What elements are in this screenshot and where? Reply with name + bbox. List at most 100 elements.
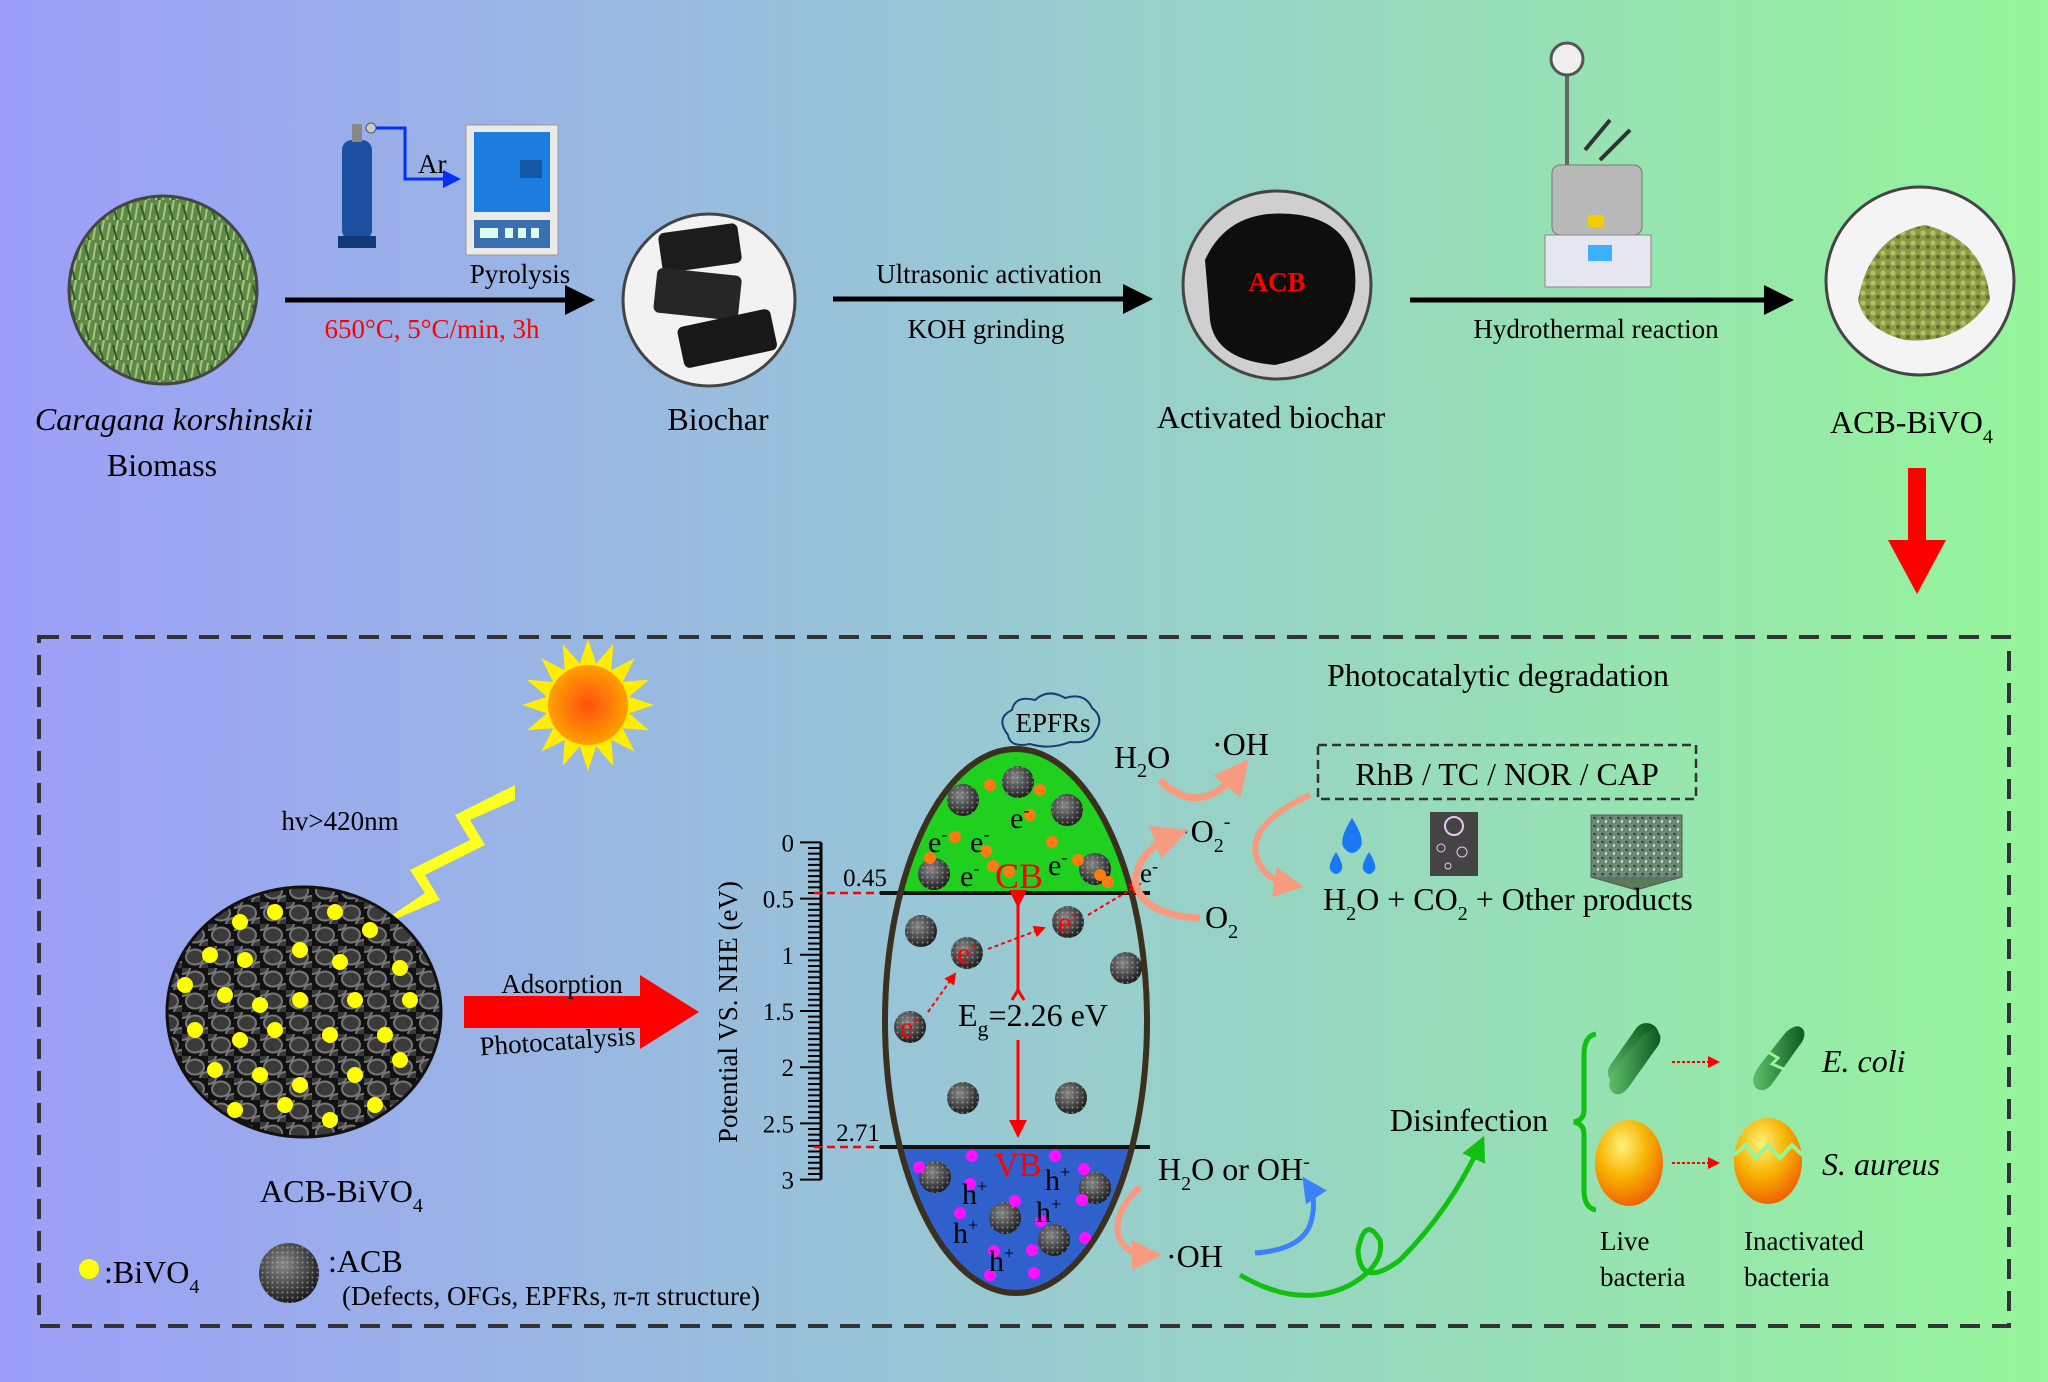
electron-dot bbox=[924, 852, 936, 864]
acb-sphere bbox=[947, 1082, 979, 1114]
activated-biochar-label: Activated biochar bbox=[1157, 399, 1386, 435]
bivo4-dot bbox=[202, 947, 218, 963]
excited-electron-label: e- bbox=[1058, 904, 1077, 939]
adsorption-label: Adsorption bbox=[501, 969, 623, 999]
live-label-line1: Live bbox=[1600, 1226, 1649, 1256]
potential-axis: 00.511.522.53 bbox=[763, 830, 823, 1195]
acb-sphere bbox=[919, 1161, 951, 1193]
hole-dot bbox=[1076, 1194, 1088, 1206]
products-label: H2O + CO2 + Other products bbox=[1323, 881, 1693, 925]
activated-biochar-photo bbox=[1181, 189, 1373, 381]
reaction-h2o-top: H2O bbox=[1114, 739, 1170, 782]
h2o-to-oh-arrow bbox=[1157, 759, 1249, 802]
biochar-label: Biochar bbox=[667, 401, 769, 437]
pollutant-degradation-arrow bbox=[1251, 792, 1312, 898]
bivo4-dot bbox=[377, 1027, 393, 1043]
acb-sphere bbox=[1110, 952, 1142, 984]
hole-dot bbox=[1078, 1163, 1090, 1175]
bivo4-dot bbox=[217, 987, 233, 1003]
biomass-label: Biomass bbox=[107, 447, 217, 483]
hole-dot bbox=[1079, 1232, 1091, 1244]
gas-cylinder-icon bbox=[338, 122, 377, 248]
light-bolt-icon bbox=[370, 785, 515, 930]
bivo4-dot bbox=[207, 1062, 223, 1078]
bivo4-dot bbox=[177, 977, 193, 993]
legend-acb-sphere-icon bbox=[259, 1243, 319, 1303]
electron-dot bbox=[1046, 836, 1058, 848]
hole-label: h+ bbox=[1036, 1194, 1061, 1229]
ecoli-inactivated-icon bbox=[1753, 1026, 1805, 1091]
acb-sphere bbox=[1052, 906, 1084, 938]
electron-label: e- bbox=[960, 858, 979, 893]
vb-potential-value: 2.71 bbox=[836, 1120, 880, 1147]
acb-tag: ACB bbox=[1248, 267, 1305, 297]
bivo4-dot bbox=[267, 904, 283, 920]
hole-dot bbox=[984, 1269, 996, 1281]
excited-electron-label: e- bbox=[900, 1009, 919, 1044]
synthesis-route: Caragana korshinskii Biomass Ar Pyrolysi… bbox=[35, 41, 2016, 594]
electron-dot bbox=[984, 779, 996, 791]
bivo4-dot bbox=[232, 914, 248, 930]
o2-to-superoxide-arrow bbox=[1131, 825, 1201, 922]
electron-dot bbox=[1072, 854, 1084, 866]
gas-flow-arrow bbox=[376, 126, 461, 188]
acb-sphere bbox=[894, 1011, 926, 1043]
axis-tick-label: 0.5 bbox=[763, 887, 794, 914]
bivo4-dot bbox=[367, 1097, 383, 1113]
saureus-inactivated-icon bbox=[1732, 1118, 1804, 1204]
hole-label: h+ bbox=[953, 1215, 978, 1250]
hydrothermal-reactor-icon bbox=[1544, 41, 1652, 288]
bivo4-dot bbox=[292, 1077, 308, 1093]
electron-dot bbox=[1094, 869, 1106, 881]
bivo4-dot bbox=[267, 1022, 283, 1038]
axis-tick-label: 1.5 bbox=[763, 999, 794, 1026]
electron-dot bbox=[987, 860, 999, 872]
excited-electron-label: e- bbox=[957, 935, 976, 970]
electron-dot bbox=[1102, 876, 1114, 888]
electron-label: e- bbox=[970, 824, 989, 859]
product-label: ACB-BiVO4 bbox=[1830, 404, 1993, 448]
flow-down-arrow bbox=[1888, 468, 1946, 594]
hole-dot bbox=[1028, 1267, 1040, 1279]
hole-dot bbox=[954, 1207, 966, 1219]
vb-label: VB bbox=[994, 1147, 1041, 1184]
tube-furnace-icon bbox=[465, 124, 559, 256]
reaction-oh-bottom: ·OH bbox=[1166, 1238, 1223, 1274]
electron-label: e- bbox=[1010, 800, 1029, 835]
bivo4-dot bbox=[327, 904, 343, 920]
water-drops-icon bbox=[1329, 818, 1376, 874]
acb-sphere bbox=[1002, 766, 1034, 798]
hole-dot bbox=[1035, 1215, 1047, 1227]
pyrolysis-label: Pyrolysis bbox=[470, 259, 571, 289]
biochar-photo bbox=[621, 212, 797, 388]
acb-sphere bbox=[1038, 1224, 1070, 1256]
live-label-line2: bacteria bbox=[1600, 1262, 1685, 1292]
bivo4-dot bbox=[362, 922, 378, 938]
sun-icon bbox=[522, 639, 654, 771]
bivo4-dot bbox=[392, 960, 408, 976]
bivo4-dot bbox=[347, 992, 363, 1008]
axis-tick-label: 3 bbox=[782, 1168, 795, 1195]
electron-dot bbox=[949, 831, 961, 843]
mechanism-panel-border bbox=[37, 635, 2011, 1328]
vb-to-oh-arrow bbox=[1114, 1184, 1162, 1270]
band-structure: e-e-e-e-e-e-e-e-h+h+h+h+h+ CB VB Eg=2.26… bbox=[880, 746, 1150, 1296]
acb-sphere bbox=[918, 858, 950, 890]
bivo4-dot bbox=[237, 952, 253, 968]
axis-tick-label: 0 bbox=[782, 830, 795, 857]
pyrolysis-conditions: 650°C, 5°C/min, 3h bbox=[324, 314, 540, 344]
hole-dot bbox=[966, 1150, 978, 1162]
bivo4-dot bbox=[187, 1022, 203, 1038]
reaction-oh-top: ·OH bbox=[1212, 726, 1269, 762]
biomass-photo bbox=[67, 194, 259, 386]
bivo4-dot bbox=[232, 1032, 248, 1048]
pollutants-box bbox=[1316, 743, 1698, 801]
other-products-cube-icon bbox=[1590, 814, 1683, 891]
bivo4-dot bbox=[292, 942, 308, 958]
ultrasonic-label: Ultrasonic activation bbox=[876, 259, 1102, 289]
saureus-live-icon bbox=[1595, 1120, 1663, 1206]
reaction-o2: O2 bbox=[1205, 899, 1238, 943]
pollutants-label: RhB / TC / NOR / CAP bbox=[1355, 756, 1658, 792]
bacteria-brace bbox=[1573, 1031, 1597, 1213]
